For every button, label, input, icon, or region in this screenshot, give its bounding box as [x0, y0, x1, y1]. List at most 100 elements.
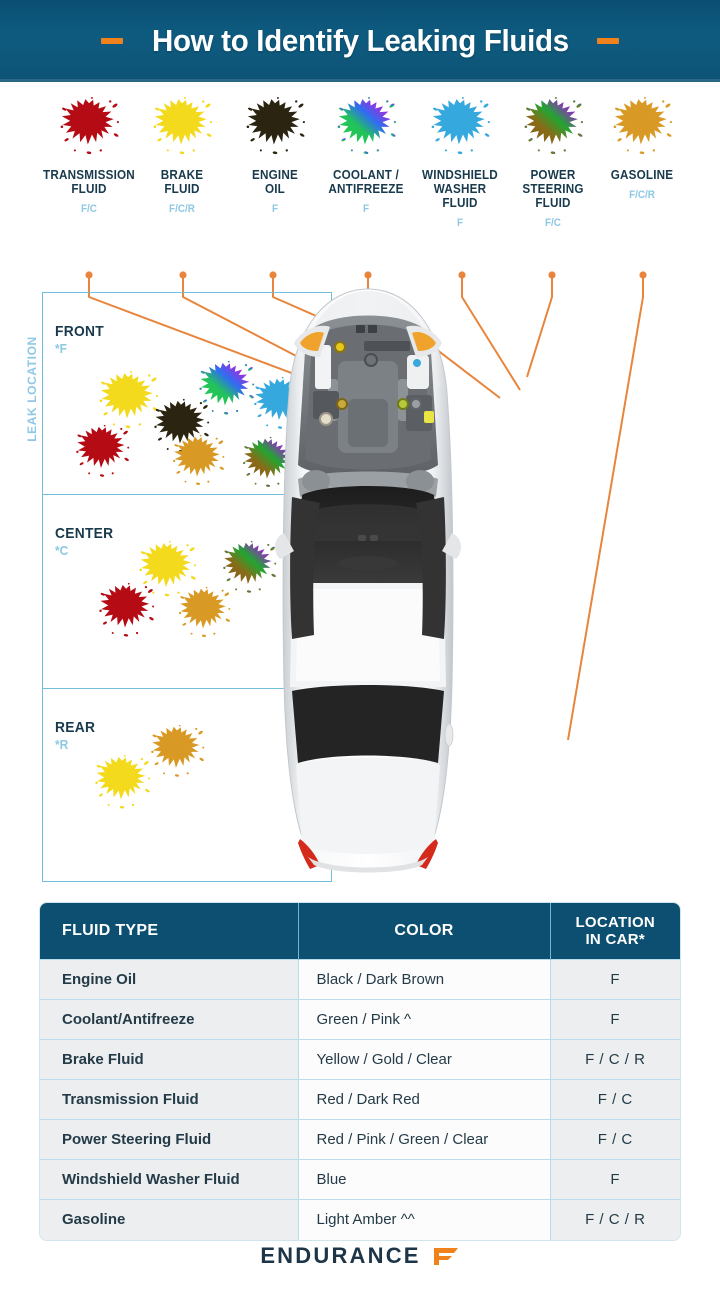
leak-location-axis-label: LEAK LOCATION — [25, 336, 39, 442]
legend-item-power-steering: POWER STEERING FLUID F/C — [499, 92, 607, 229]
legend-item-brake: BRAKE FLUID F/C/R — [128, 92, 236, 215]
leader-dot-icon — [269, 271, 277, 279]
engine-oil-splat — [221, 92, 329, 164]
car-illustration — [268, 283, 468, 883]
legend-label: COOLANT / ANTIFREEZE — [328, 167, 404, 196]
legend-label: POWER STEERING FLUID — [522, 167, 584, 210]
cell-color: Green / Pink ^ — [298, 999, 551, 1040]
cell-location: F / C / R — [550, 1039, 680, 1080]
cell-color: Blue — [298, 1159, 551, 1200]
table-row: Power Steering Fluid Red / Pink / Green … — [40, 1119, 680, 1160]
cell-location: F / C / R — [550, 1199, 680, 1240]
leader-line — [526, 275, 553, 378]
cell-fluid-type: Gasoline — [40, 1199, 299, 1240]
gasoline-splat — [147, 723, 207, 783]
cell-fluid-type: Windshield Washer Fluid — [40, 1159, 299, 1200]
legend-location-code: F/C — [545, 217, 561, 229]
leader-dot-icon — [458, 271, 466, 279]
table-row: Windshield Washer Fluid Blue F — [40, 1159, 680, 1200]
cell-location: F — [550, 999, 680, 1040]
power-steering-splat — [219, 539, 279, 599]
coolant-splat — [195, 359, 257, 421]
gasoline-splat — [175, 585, 233, 643]
legend-item-gasoline: GASOLINE F/C/R — [588, 92, 696, 201]
washer-splat — [406, 92, 514, 164]
leader-dot-icon — [639, 271, 647, 279]
cell-fluid-type: Brake Fluid — [40, 1039, 299, 1080]
zone-title-front: FRONT — [55, 323, 104, 340]
zone-title-rear: REAR — [55, 719, 96, 736]
legend-label: ENGINE OIL — [252, 167, 298, 196]
cell-fluid-type: Engine Oil — [40, 959, 299, 1000]
power-steering-splat — [499, 92, 607, 164]
legend-item-transmission: TRANSMISSION FLUID F/C — [35, 92, 143, 215]
brake-splat — [135, 539, 199, 603]
leader-dot-icon — [85, 271, 93, 279]
table-row: Brake Fluid Yellow / Gold / Clear F / C … — [40, 1039, 680, 1080]
table-row: Gasoline Light Amber ^^ F / C / R — [40, 1199, 680, 1240]
leader-dot-icon — [179, 271, 187, 279]
cell-color: Light Amber ^^ — [298, 1199, 551, 1240]
footer-brand: ENDURANCE — [0, 1243, 720, 1269]
endurance-f-mark-icon — [433, 1248, 458, 1265]
legend-location-code: F — [362, 203, 370, 215]
legend-item-engine-oil: ENGINE OIL F — [221, 92, 329, 215]
zone-title-center: CENTER — [55, 525, 114, 542]
fluid-legend: TRANSMISSION FLUID F/C BRAKE FLUID F/C/R — [0, 92, 720, 272]
page-title: How to Identify Leaking Fluids — [151, 23, 569, 58]
cell-color: Black / Dark Brown — [298, 959, 551, 1000]
legend-location-code: F — [271, 203, 279, 215]
legend-item-coolant: COOLANT / ANTIFREEZE F — [312, 92, 420, 215]
page-header: How to Identify Leaking Fluids — [0, 0, 720, 82]
brake-splat — [91, 753, 153, 815]
legend-label: TRANSMISSION FLUID — [43, 167, 135, 196]
column-header-fluid-type: FLUID TYPE — [40, 903, 299, 960]
leader-line — [461, 275, 521, 391]
table-row: Engine Oil Black / Dark Brown F — [40, 959, 680, 1000]
cell-fluid-type: Transmission Fluid — [40, 1079, 299, 1120]
gasoline-splat — [588, 92, 696, 164]
cell-color: Yellow / Gold / Clear — [298, 1039, 551, 1080]
cell-color: Red / Pink / Green / Clear — [298, 1119, 551, 1160]
brand-name: ENDURANCE — [260, 1243, 421, 1268]
brake-splat — [95, 369, 161, 435]
transmission-splat — [95, 581, 157, 643]
engine-oil-splat — [150, 397, 212, 459]
cell-location: F — [550, 1159, 680, 1200]
transmission-splat — [72, 423, 132, 483]
zone-code-center: *C — [55, 543, 69, 558]
leak-zone-center: CENTER *C — [42, 494, 332, 689]
zone-code-front: *F — [55, 341, 67, 356]
cell-location: F — [550, 959, 680, 1000]
cell-location: F / C — [550, 1119, 680, 1160]
leader-line — [567, 275, 644, 741]
coolant-splat — [312, 92, 420, 164]
legend-label: BRAKE FLUID — [160, 167, 204, 196]
transmission-splat — [35, 92, 143, 164]
legend-location-code: F/C — [81, 203, 97, 215]
legend-location-code: F/C/R — [629, 189, 655, 201]
leader-dot-icon — [548, 271, 556, 279]
cell-fluid-type: Coolant/Antifreeze — [40, 999, 299, 1040]
column-header-color: COLOR — [298, 903, 551, 960]
legend-label: WINDSHIELD WASHER FLUID — [422, 167, 498, 210]
legend-item-washer: WINDSHIELD WASHER FLUID F — [406, 92, 514, 229]
table-row: Coolant/Antifreeze Green / Pink ^ F — [40, 999, 680, 1040]
gasoline-splat — [169, 433, 227, 491]
table-row: Transmission Fluid Red / Dark Red F / C — [40, 1079, 680, 1120]
dash-right-icon — [597, 38, 620, 44]
legend-label: GASOLINE — [610, 167, 674, 182]
dash-left-icon — [100, 38, 123, 44]
brake-splat — [128, 92, 236, 164]
cell-color: Red / Dark Red — [298, 1079, 551, 1120]
cell-fluid-type: Power Steering Fluid — [40, 1119, 299, 1160]
legend-location-code: F/C/R — [169, 203, 195, 215]
zone-code-rear: *R — [55, 737, 69, 752]
legend-location-code: F — [456, 217, 464, 229]
leader-dot-icon — [364, 271, 372, 279]
leak-zone-rear: REAR *R — [42, 689, 332, 882]
cell-location: F / C — [550, 1079, 680, 1120]
